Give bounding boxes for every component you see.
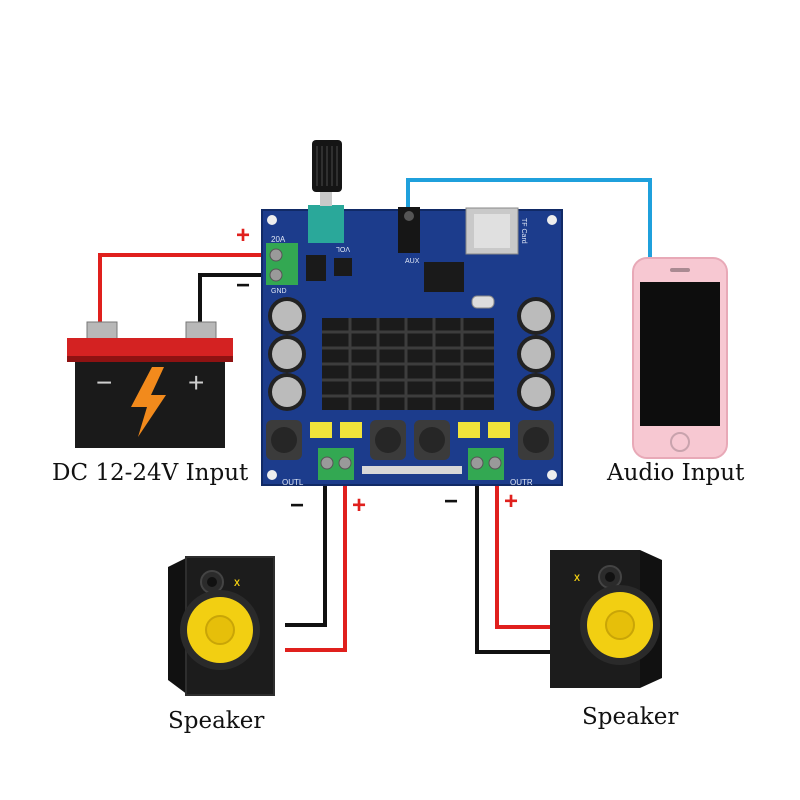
capacitors-right xyxy=(517,297,555,411)
aux-silkscreen: AUX xyxy=(405,258,420,265)
aux-signal-cable xyxy=(406,178,652,262)
battery-minus-symbol: − xyxy=(96,367,112,398)
left-out-minus-marker: − xyxy=(290,492,305,519)
capacitors-left xyxy=(268,297,306,411)
speaker-right-dustcap xyxy=(605,610,635,640)
left-speaker-label: Speaker xyxy=(168,708,265,734)
terminal-screw xyxy=(269,268,283,282)
mounting-hole xyxy=(547,215,557,225)
power-rating-silkscreen: 20A xyxy=(271,235,286,244)
right-out-plus-marker: + xyxy=(504,488,519,515)
outr-silkscreen: OUTR xyxy=(510,478,533,487)
battery-positive-wire xyxy=(98,253,275,330)
terminal-screw xyxy=(269,248,283,262)
voltage-regulator xyxy=(306,255,326,281)
power-plus-marker: + xyxy=(236,222,251,249)
power-minus-marker: − xyxy=(236,272,251,299)
volume-knob-shaft xyxy=(320,190,332,206)
film-capacitor xyxy=(310,422,332,438)
battery-lid xyxy=(67,338,233,360)
battery: − + xyxy=(67,321,233,448)
right-speaker-label: Speaker xyxy=(582,704,679,730)
film-capacitor xyxy=(458,422,480,438)
gnd-silkscreen: GND xyxy=(271,288,287,295)
film-capacitor xyxy=(340,422,362,438)
speaker-right-logo: X xyxy=(574,573,580,583)
speaker-left-dustcap xyxy=(205,615,235,645)
aux-jack-port xyxy=(404,211,414,221)
vol-silkscreen: VOL xyxy=(336,245,350,252)
battery-lid-shadow xyxy=(67,356,233,362)
right-speaker: X xyxy=(550,550,662,688)
aux-jack xyxy=(398,207,420,253)
power-input-label: DC 12-24V Input xyxy=(52,460,249,486)
left-out-plus-marker: + xyxy=(352,492,367,519)
mounting-hole xyxy=(267,215,277,225)
outl-silkscreen: OUTL xyxy=(282,478,304,487)
phone-home-button xyxy=(670,432,690,452)
volume-pot-base xyxy=(308,205,344,243)
bluetooth-ic xyxy=(424,262,464,292)
wires xyxy=(98,178,652,654)
speaker-left-logo: X xyxy=(234,578,240,588)
mounting-hole xyxy=(547,470,557,480)
phone-speaker-icon xyxy=(670,268,690,272)
amplifier-board: VOL xyxy=(261,140,563,487)
left-speaker: X xyxy=(168,556,275,696)
lightning-bolt-icon xyxy=(131,367,166,437)
pin-header xyxy=(362,466,462,474)
speaker-left-side xyxy=(168,557,188,695)
voltage-regulator-chip xyxy=(334,258,352,276)
right-speaker-negative-wire xyxy=(475,470,555,654)
mounting-hole xyxy=(267,470,277,480)
tf-card-slot-inner xyxy=(474,214,510,248)
crystal-oscillator xyxy=(471,295,495,309)
right-speaker-positive-wire xyxy=(495,470,555,629)
film-capacitor xyxy=(488,422,510,438)
audio-input-label: Audio Input xyxy=(607,460,745,486)
left-speaker-negative-wire xyxy=(285,470,327,627)
battery-negative-wire xyxy=(198,273,275,330)
right-out-minus-marker: − xyxy=(444,488,459,515)
battery-plus-symbol: + xyxy=(188,367,204,398)
tf-card-silkscreen: TF Card xyxy=(520,218,527,244)
left-speaker-positive-wire xyxy=(285,470,347,652)
phone-screen xyxy=(640,282,720,426)
smartphone xyxy=(632,257,728,459)
